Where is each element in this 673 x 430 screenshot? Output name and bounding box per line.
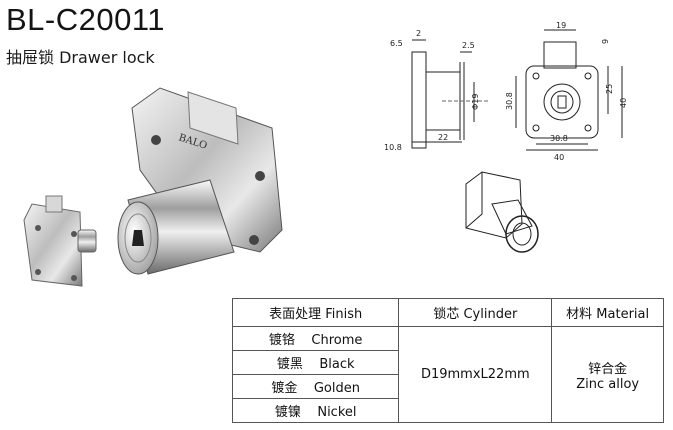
finish-black: 镀黑 Black [231,350,400,375]
dim-30-8-horizontal: 30.8 [550,134,568,143]
product-photo: BALO [23,87,283,287]
front-view-drawing: 19 9 25 40 30.8 30.8 40 [505,21,628,162]
dim-22: 22 [438,133,448,142]
material-cell: 锌合金 Zinc alloy [551,326,664,423]
finish-chrome: 镀铬 Chrome [231,326,400,351]
dim-10-8: 10.8 [384,143,402,152]
spec-header-row: 表面处理 Finish 锁芯 Cylinder 材料 Material [231,298,664,327]
material-cn: 锌合金 [588,361,628,377]
side-view-drawing: 2 6.5 2.5 Φ19 10.8 22 [384,29,490,152]
table-row: 镀镍 Nickel [231,398,664,423]
lock-body: BALO [117,87,283,275]
spec-table: 表面处理 Finish 锁芯 Cylinder 材料 Material 镀铬 C… [231,298,664,423]
dim-40-horizontal: 40 [554,153,564,162]
header-finish: 表面处理 Finish [231,298,400,327]
header-material: 材料 Material [551,298,664,327]
table-row: 镀铬 Chrome D19mmxL22mm 锌合金 Zinc alloy [231,326,664,423]
dim-phi19: Φ19 [471,94,480,110]
table-row: 镀黑 Black [231,350,664,375]
finish-golden: 镀金 Golden [231,374,400,399]
finish-nickel: 镀镍 Nickel [231,398,400,423]
dim-19: 19 [556,21,566,30]
table-row: 镀金 Golden [231,374,664,399]
material-en: Zinc alloy [576,376,640,392]
strike-plate [23,195,97,287]
model-title: BL-C20011 [6,2,166,37]
isometric-drawing [465,171,539,253]
dim-6-5: 6.5 [390,39,403,48]
product-name: 抽屉锁 Drawer lock [6,48,155,67]
dim-40-vertical: 40 [619,98,628,108]
dim-2: 2 [416,29,421,38]
dim-25: 25 [605,84,614,94]
dim-30-8-vertical: 30.8 [505,92,514,110]
cylinder-size: D19mmxL22mm [398,326,553,423]
header-cylinder: 锁芯 Cylinder [398,298,553,327]
dim-2-5: 2.5 [462,41,475,50]
dim-9: 9 [601,39,610,44]
